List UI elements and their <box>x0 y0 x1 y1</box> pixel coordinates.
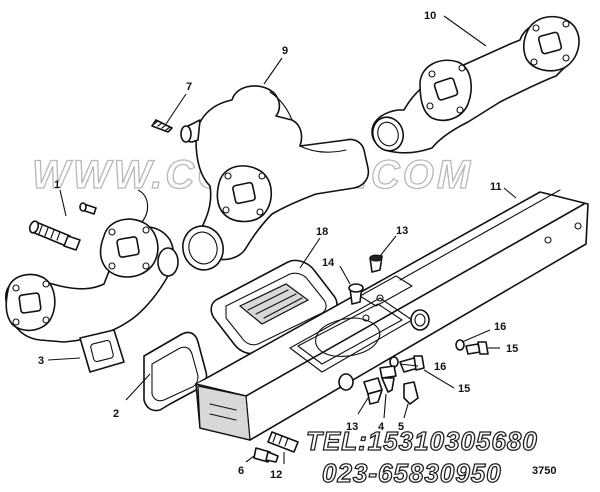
stamp-landline-line: 023-65830950 <box>322 458 502 488</box>
stud-assembly <box>28 220 81 251</box>
part-3-gasket <box>79 329 125 373</box>
callout-6: 6 <box>238 465 244 477</box>
callout-18: 18 <box>316 226 328 238</box>
part-5-sensor <box>403 381 419 405</box>
part-4-fitting <box>379 365 397 393</box>
part-7-stud <box>151 119 173 133</box>
part-14-plug <box>348 283 364 305</box>
callout-14: 14 <box>322 257 335 269</box>
leader-lines <box>47 15 517 464</box>
callout-4: 4 <box>378 421 385 433</box>
callout-12: 12 <box>270 469 282 481</box>
dowel-pin <box>79 202 97 215</box>
part-1-front-manifold <box>5 218 179 343</box>
part-15-plug-upper <box>465 341 489 355</box>
part-10-rear-manifold <box>371 15 580 154</box>
stamp-phone-line: TEL:15310305680 <box>306 426 538 456</box>
callout-1: 1 <box>54 179 60 191</box>
callout-15-lower: 15 <box>458 383 470 395</box>
callout-15-upper: 15 <box>506 343 518 355</box>
part-12-stud <box>267 431 299 453</box>
callout-3: 3 <box>38 355 44 367</box>
callout-16-upper: 16 <box>494 321 506 333</box>
callout-13-bottom: 13 <box>346 421 358 433</box>
part-9-center-manifold <box>180 85 370 271</box>
part-16-washer-upper <box>455 339 465 351</box>
part-13-plug-top <box>369 254 383 273</box>
drawing-code: 3750 <box>532 465 556 477</box>
callout-2: 2 <box>113 408 119 420</box>
callout-16-lower: 16 <box>434 361 446 373</box>
callout-11: 11 <box>490 181 502 193</box>
part-11-crossover-housing <box>195 189 589 441</box>
callout-labels: 1 2 3 4 5 6 7 9 10 11 12 13 13 14 15 15 … <box>38 10 518 481</box>
part-6-bolt <box>253 447 279 463</box>
callout-9: 9 <box>282 45 288 57</box>
callout-10: 10 <box>424 10 436 22</box>
callout-13-top: 13 <box>396 225 408 237</box>
callout-5: 5 <box>398 421 404 433</box>
callout-7: 7 <box>186 81 192 93</box>
part-13-fitting-lower <box>363 377 383 405</box>
